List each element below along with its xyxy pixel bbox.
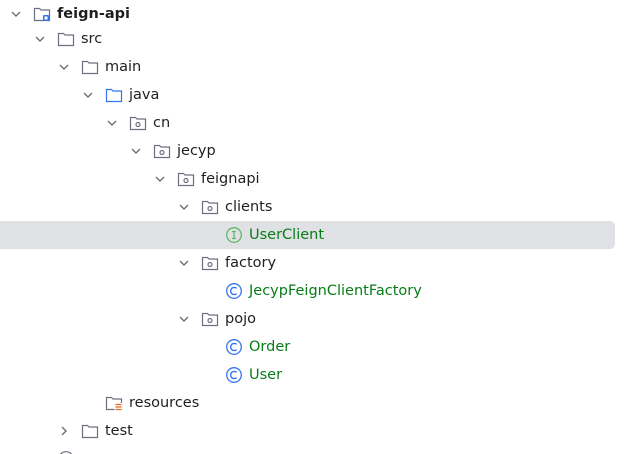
tree-row-pojo[interactable]: pojo xyxy=(0,305,631,333)
interface-icon xyxy=(226,227,242,243)
chevron-down-icon[interactable] xyxy=(177,312,191,326)
tree-label: test xyxy=(105,423,133,439)
tree-label: pojo xyxy=(225,311,256,327)
tree-label: resources xyxy=(129,395,200,411)
tree-label: JecypFeignClientFactory xyxy=(249,283,422,299)
tree-label: src xyxy=(81,31,103,47)
tree-row-jecyp-feign-client-factory[interactable]: JecypFeignClientFactory xyxy=(0,277,631,305)
chevron-down-icon[interactable] xyxy=(177,256,191,270)
chevron-down-icon[interactable] xyxy=(57,60,71,74)
file-icon xyxy=(59,451,73,454)
tree-row-jecyp[interactable]: jecyp xyxy=(0,137,631,165)
tree-label: clients xyxy=(225,199,273,215)
tree-row-src[interactable]: src xyxy=(0,25,631,53)
module-folder-icon xyxy=(33,7,51,22)
tree-row-feign-api[interactable]: feign-api xyxy=(0,0,631,28)
tree-label: main xyxy=(105,59,142,75)
tree-row-cn[interactable]: cn xyxy=(0,109,631,137)
package-icon xyxy=(153,144,171,159)
folder-icon xyxy=(57,32,75,47)
class-icon xyxy=(226,339,242,355)
tree-row-resources[interactable]: resources xyxy=(0,389,631,417)
folder-icon xyxy=(81,60,99,75)
chevron-down-icon[interactable] xyxy=(177,200,191,214)
tree-row-feignapi[interactable]: feignapi xyxy=(0,165,631,193)
class-icon xyxy=(226,283,242,299)
package-icon xyxy=(201,256,219,271)
tree-row-user-client[interactable]: UserClient xyxy=(0,221,631,249)
tree-label: jecyp xyxy=(177,143,216,159)
package-icon xyxy=(177,172,195,187)
package-icon xyxy=(201,312,219,327)
folder-icon xyxy=(81,424,99,439)
tree-label: Order xyxy=(249,339,291,355)
source-root-folder-icon xyxy=(105,88,123,103)
chevron-down-icon[interactable] xyxy=(153,172,167,186)
chevron-right-icon[interactable] xyxy=(57,424,71,438)
tree-row-main[interactable]: main xyxy=(0,53,631,81)
tree-row-java[interactable]: java xyxy=(0,81,631,109)
tree-label: factory xyxy=(225,255,277,271)
chevron-down-icon[interactable] xyxy=(105,116,119,130)
tree-label: cn xyxy=(153,115,171,131)
tree-label: UserClient xyxy=(249,227,325,243)
chevron-down-icon[interactable] xyxy=(9,7,23,21)
class-icon xyxy=(226,367,242,383)
tree-row-order[interactable]: Order xyxy=(0,333,631,361)
tree-label: User xyxy=(249,367,283,383)
tree-row-test[interactable]: test xyxy=(0,417,631,445)
tree-row-partial[interactable] xyxy=(0,445,631,454)
package-icon xyxy=(201,200,219,215)
package-icon xyxy=(129,116,147,131)
tree-label: java xyxy=(129,87,160,103)
tree-label: feign-api xyxy=(57,6,130,22)
tree-row-factory[interactable]: factory xyxy=(0,249,631,277)
chevron-down-icon[interactable] xyxy=(33,32,47,46)
tree-label: feignapi xyxy=(201,171,260,187)
tree-row-clients[interactable]: clients xyxy=(0,193,631,221)
chevron-down-icon[interactable] xyxy=(81,88,95,102)
tree-row-user[interactable]: User xyxy=(0,361,631,389)
chevron-down-icon[interactable] xyxy=(129,144,143,158)
resources-folder-icon xyxy=(105,396,123,411)
